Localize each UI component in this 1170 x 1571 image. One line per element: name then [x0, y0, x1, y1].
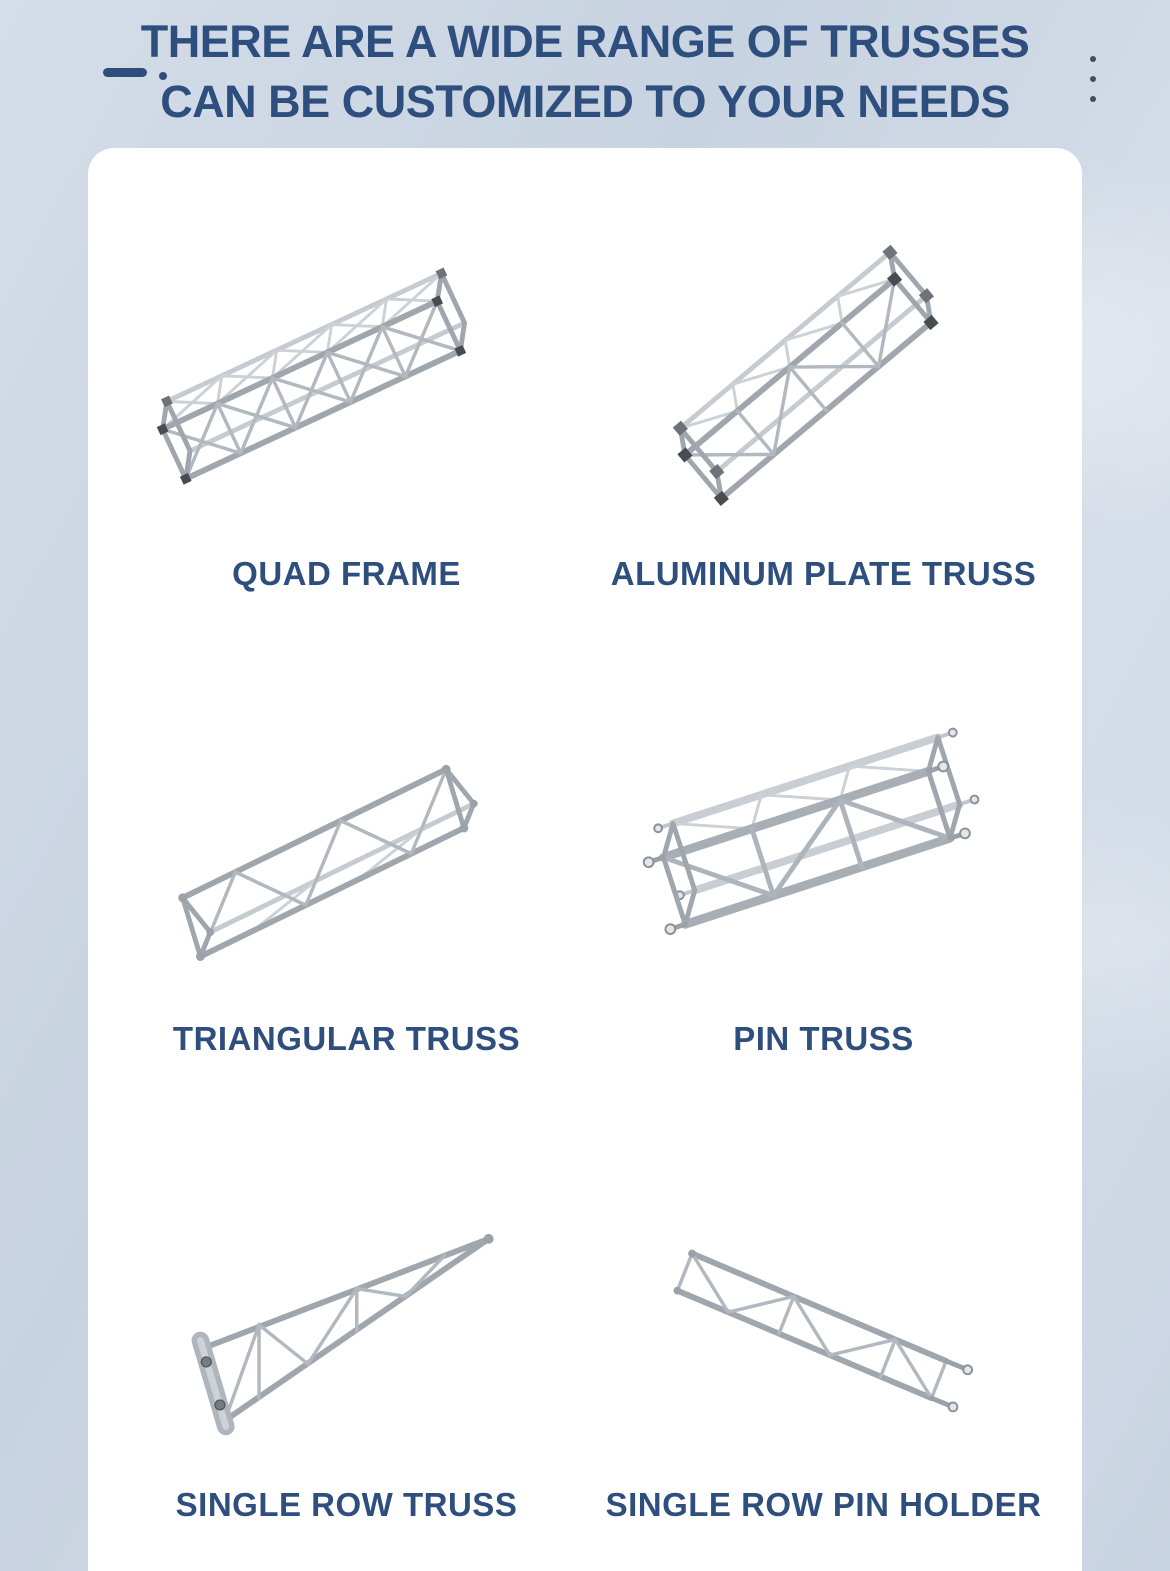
page-header: THERE ARE A WIDE RANGE OF TRUSSES CAN BE… [0, 0, 1170, 148]
product-item-single-row-truss: SINGLE ROW TRUSS [108, 1105, 585, 1571]
dash-dot-decoration [103, 64, 167, 80]
page-title-line2: CAN BE CUSTOMIZED TO YOUR NEEDS [160, 76, 1010, 127]
single-row-truss-image [191, 1234, 494, 1436]
product-item-triangular-truss: TRIANGULAR TRUSS [108, 640, 585, 1106]
product-label: SINGLE ROW TRUSS [175, 1486, 518, 1524]
page-title: THERE ARE A WIDE RANGE OF TRUSSES CAN BE… [0, 12, 1170, 132]
single-row-pin-holder-image [673, 1249, 973, 1413]
ellipsis-dot [1090, 56, 1096, 62]
ellipsis-dot [1090, 76, 1096, 82]
triangular-truss-image [177, 765, 478, 962]
product-label: QUAD FRAME [232, 554, 461, 592]
quad-frame-truss-image [156, 267, 467, 485]
product-item-single-row-pin-holder: SINGLE ROW PIN HOLDER [585, 1105, 1062, 1571]
product-item-aluminum-plate-truss: ALUMINUM PLATE TRUSS [585, 174, 1062, 640]
aluminum-plate-truss-image [672, 244, 939, 506]
product-label: SINGLE ROW PIN HOLDER [605, 1486, 1042, 1524]
product-label: ALUMINUM PLATE TRUSS [610, 554, 1037, 592]
vertical-ellipsis-icon [1090, 56, 1096, 102]
page-title-line1: THERE ARE A WIDE RANGE OF TRUSSES [140, 16, 1030, 67]
product-label: PIN TRUSS [733, 1020, 914, 1058]
ellipsis-dot [1090, 96, 1096, 102]
product-grid: QUAD FRAME [108, 174, 1062, 1571]
product-label: TRIANGULAR TRUSS [172, 1020, 521, 1058]
pin-truss-image [642, 728, 979, 936]
product-card: QUAD FRAME [88, 148, 1082, 1571]
product-item-pin-truss: PIN TRUSS [585, 640, 1062, 1106]
dash-icon [103, 67, 147, 77]
dot-icon [159, 72, 167, 80]
product-item-quad-frame: QUAD FRAME [108, 174, 585, 640]
